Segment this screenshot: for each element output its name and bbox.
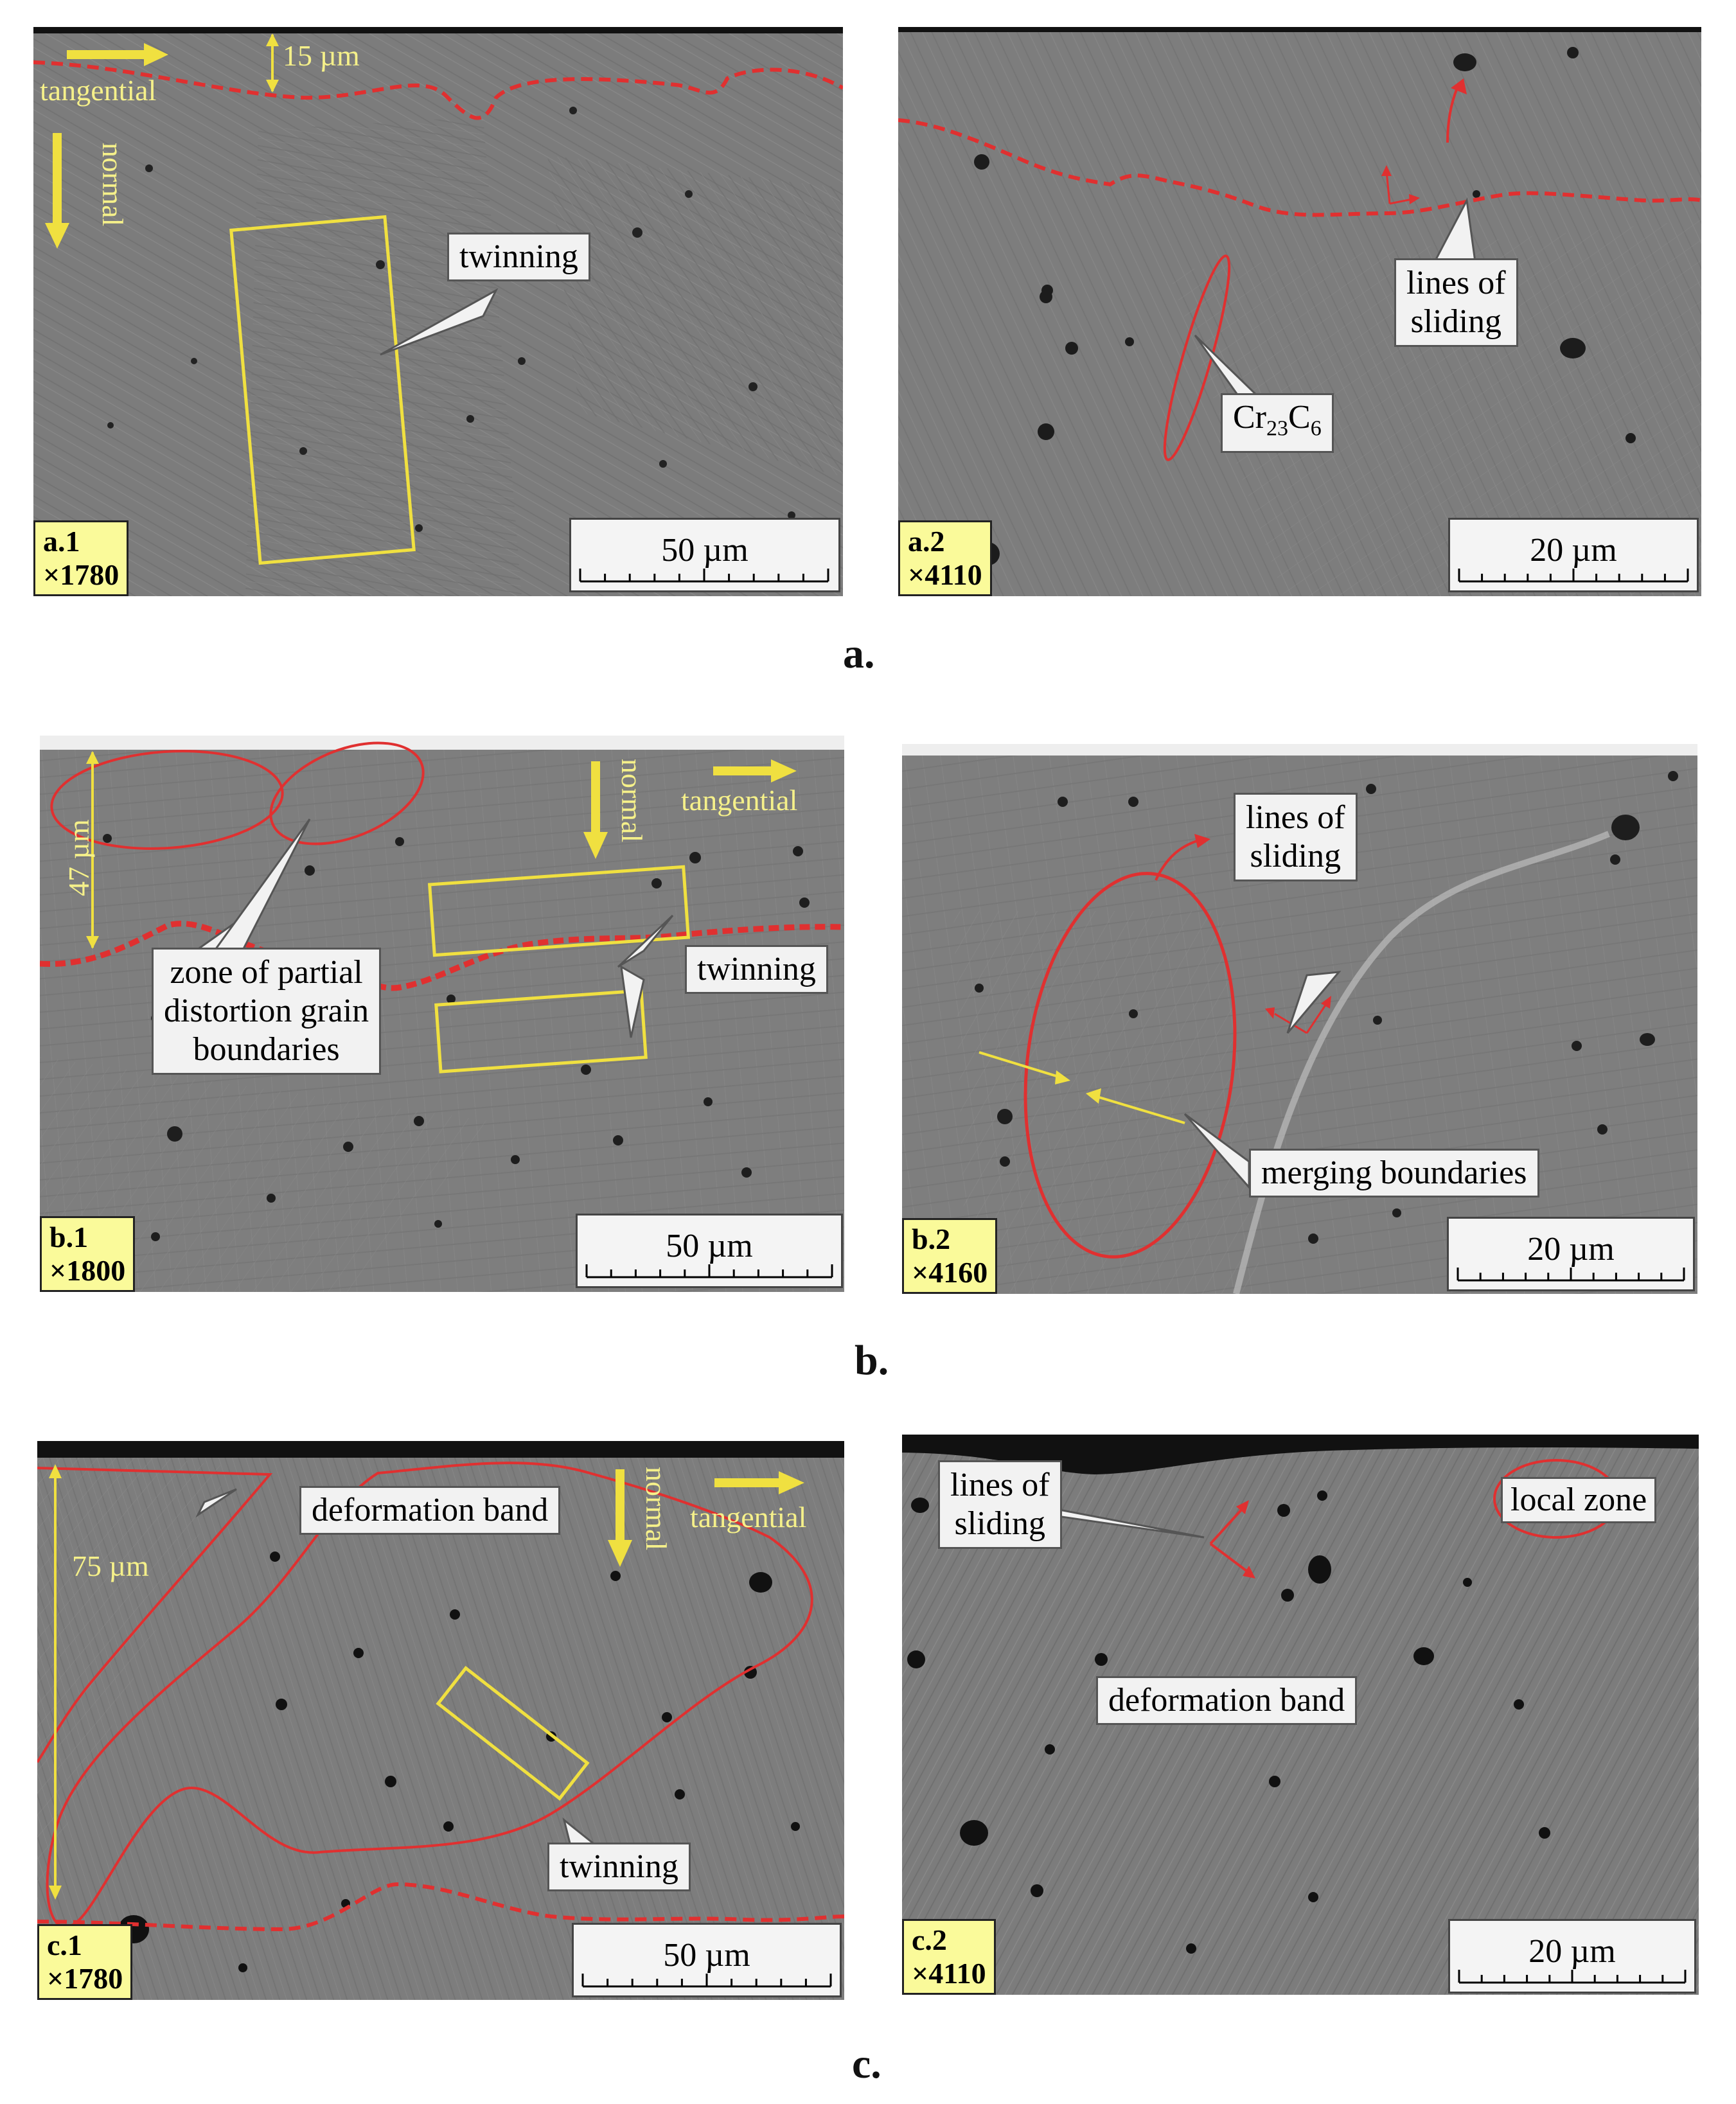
panel-id: a.1 (43, 525, 80, 558)
magnification: ×1780 (47, 1962, 123, 1995)
local-zone-callout: local zone (1501, 1477, 1657, 1523)
scale-bar-label: 20 µm (1527, 1231, 1615, 1268)
panel-tag: c.2 ×4110 (902, 1919, 996, 1995)
merging-callout: merging boundaries (1249, 1149, 1539, 1198)
sem-texture (33, 27, 843, 596)
twinning-callout: twinning (685, 945, 828, 994)
sliding-callout-line1: lines of (1406, 265, 1506, 301)
deformation-band-callout: deformation band (1096, 1676, 1358, 1725)
carbide-callout: Cr23C6 (1221, 393, 1334, 454)
scale-bar-label: 50 µm (661, 532, 748, 569)
sem-panel-c2: lines of sliding local zone deformation … (902, 1435, 1699, 1995)
sliding-callout: lines of sliding (938, 1460, 1062, 1549)
panel-tag: a.1 ×1780 (33, 520, 129, 596)
twinning-callout: twinning (547, 1843, 691, 1891)
panel-id: b.1 (49, 1221, 89, 1253)
caption-c: c. (852, 2040, 881, 2087)
scale-bar-label: 20 µm (1530, 532, 1617, 569)
panel-id: c.1 (47, 1929, 82, 1961)
sliding-callout-line2: sliding (954, 1505, 1046, 1542)
carbide-text-c: C (1288, 399, 1311, 436)
distortion-zone-callout: zone of partial distortion grain boundar… (152, 948, 382, 1075)
tangential-label: tangential (690, 1501, 807, 1534)
scale-bar-label: 50 µm (663, 1937, 750, 1974)
sliding-callout-line2: sliding (1250, 838, 1342, 874)
scale-bar: 50 µm (576, 1214, 843, 1288)
caption-a: a. (843, 630, 875, 677)
sem-panel-a1: tangential normal 15 µm twinning a.1 ×17… (33, 27, 843, 596)
panel-id: a.2 (908, 525, 945, 558)
sliding-callout-line1: lines of (1246, 799, 1345, 836)
sliding-callout: lines of sliding (1394, 258, 1518, 347)
magnification: ×4110 (908, 558, 982, 591)
sem-panel-c1: 75 µm normal tangential deformation band… (37, 1441, 844, 2000)
zone-callout-line3: boundaries (193, 1031, 340, 1068)
scale-bar-ruler (585, 1264, 833, 1278)
zone-callout-line1: zone of partial (170, 954, 363, 991)
magnification: ×1800 (49, 1254, 126, 1287)
panel-tag: a.2 ×4110 (898, 520, 992, 596)
sliding-callout-line1: lines of (950, 1467, 1050, 1503)
twinning-callout: twinning (447, 233, 590, 281)
scale-bar: 20 µm (1448, 518, 1699, 592)
zone-callout-line2: distortion grain (164, 993, 369, 1029)
depth-label: 47 µm (62, 819, 95, 896)
scale-bar: 20 µm (1447, 1217, 1695, 1291)
panel-tag: c.1 ×1780 (37, 1924, 133, 2000)
normal-label: normal (96, 143, 129, 227)
depth-label: 15 µm (283, 39, 360, 72)
caption-b: b. (855, 1337, 889, 1384)
scale-bar-label: 20 µm (1528, 1933, 1616, 1970)
magnification: ×4160 (912, 1256, 988, 1289)
scale-bar: 20 µm (1448, 1919, 1696, 1993)
sem-panel-b2: lines of sliding merging boundaries b.2 … (902, 744, 1697, 1294)
scale-bar-ruler (579, 569, 829, 583)
sem-texture (898, 27, 1701, 596)
scale-bar-ruler (1458, 1970, 1687, 1984)
panel-tag: b.2 ×4160 (902, 1218, 998, 1294)
scale-bar-ruler (1458, 569, 1689, 583)
carbide-sub-23: 23 (1266, 416, 1288, 441)
panel-tag: b.1 ×1800 (40, 1216, 136, 1292)
tangential-label: tangential (681, 784, 798, 817)
scale-bar: 50 µm (572, 1923, 842, 1997)
scale-bar-ruler (581, 1974, 832, 1988)
sem-panel-b1: 47 µm normal tangential zone of partial … (40, 736, 844, 1292)
scale-bar-ruler (1457, 1268, 1685, 1282)
magnification: ×1780 (43, 558, 120, 591)
scale-bar-label: 50 µm (666, 1228, 753, 1264)
sliding-callout-line2: sliding (1410, 303, 1502, 340)
sem-panel-a2: lines of sliding Cr23C6 a.2 ×4110 20 µm (898, 27, 1701, 596)
tangential-label: tangential (40, 74, 157, 107)
scale-bar: 50 µm (569, 518, 840, 592)
deformation-band-callout: deformation band (299, 1486, 561, 1535)
magnification: ×4110 (912, 1957, 986, 1990)
carbide-text-cr: Cr (1233, 399, 1266, 436)
panel-id: b.2 (912, 1223, 951, 1255)
normal-label: normal (640, 1467, 673, 1551)
carbide-sub-6: 6 (1310, 416, 1322, 441)
depth-label: 75 µm (72, 1550, 149, 1582)
panel-id: c.2 (912, 1923, 947, 1956)
normal-label: normal (616, 759, 648, 843)
sliding-callout: lines of sliding (1234, 793, 1358, 881)
